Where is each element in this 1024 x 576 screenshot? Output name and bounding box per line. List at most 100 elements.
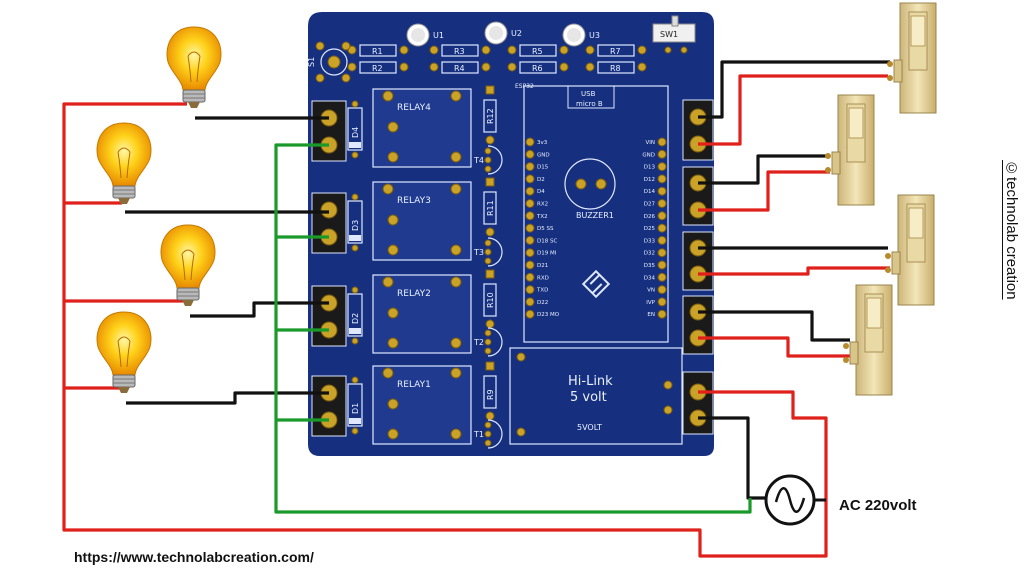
resistor-label: R2 (372, 64, 383, 73)
esp-pin-pad (657, 248, 667, 258)
resistor-label: R5 (532, 47, 543, 56)
diodes: D4 D3 D2 D1 (347, 100, 363, 435)
esp-pin-label: D14 (644, 189, 656, 195)
svg-text:U2: U2 (511, 29, 522, 38)
esp-pin-label: D12 (644, 177, 655, 183)
ac-voltage-label: AC 220volt (839, 497, 917, 514)
website-link[interactable]: https://www.technolabcreation.com/ (74, 549, 314, 565)
esp-pin-pad (657, 309, 667, 319)
wall-switch-icon (886, 2, 937, 114)
svg-text:RELAY2: RELAY2 (397, 289, 431, 299)
esp-pin-label: RX2 (537, 202, 548, 208)
svg-text:D2: D2 (351, 313, 360, 324)
esp-pin-pad (657, 186, 667, 196)
esp-right-pins: VINGNDD13D12D14D27D26D25D33D32D35D34VNIV… (642, 137, 667, 319)
svg-text:D1: D1 (351, 403, 360, 414)
sw1-label: SW1 (660, 30, 678, 39)
esp-pin-pad (525, 174, 535, 184)
resistor-label: R6 (532, 64, 543, 73)
esp-pin-pad (525, 285, 535, 295)
top-resistors: R1 R2 R3 R4 R5 R6 R7 R8 (347, 44, 647, 74)
bulb-icon (160, 224, 216, 307)
esp-pin-pad (657, 260, 667, 270)
hilink-sub: 5 volt (570, 390, 607, 405)
esp-pin-label: D23 MO (537, 312, 560, 318)
esp-pin-label: RXD (537, 275, 549, 281)
esp-pin-label: IVP (646, 300, 655, 306)
esp-pin-label: D32 (644, 251, 655, 257)
svg-text:R12: R12 (486, 108, 495, 124)
esp-pin-pad (657, 137, 667, 147)
esp-pin-label: GND (537, 152, 550, 158)
s1-component: S1 (307, 41, 351, 83)
esp-pin-pad (525, 235, 535, 245)
svg-text:RELAY3: RELAY3 (397, 196, 431, 206)
esp-pin-label: D15 (537, 165, 549, 171)
esp-pin-pad (657, 199, 667, 208)
esp-pin-label: D34 (644, 275, 656, 281)
esp-pin-pad (657, 235, 667, 245)
esp-pin-label: D35 (644, 263, 656, 269)
svg-text:RELAY4: RELAY4 (397, 103, 431, 113)
esp-pin-pad (657, 223, 667, 233)
esp-pin-pad (525, 223, 535, 233)
resistor-label: R7 (610, 47, 621, 56)
esp-pin-pad (657, 211, 667, 221)
resistor-label: R3 (454, 47, 465, 56)
ac-source (764, 474, 826, 526)
esp-pin-label: EN (647, 312, 655, 318)
esp-pin-label: D19 MI (537, 251, 557, 257)
common-green-wire (274, 143, 752, 514)
usb-sub-label: micro B (576, 100, 603, 108)
transistors: T4 T3 T2 T1 (473, 145, 503, 449)
esp-pin-pad (657, 162, 667, 172)
live-wires (62, 74, 890, 558)
esp32-module: ESP32 USB micro B BUZZER1 3v3GNDD15D2D4R… (515, 83, 669, 343)
esp-pin-label: VIN (646, 140, 656, 146)
esp-pin-pad (525, 199, 535, 208)
svg-text:D4: D4 (351, 127, 360, 138)
esp-pin-pad (525, 260, 535, 270)
esp-pin-pad (657, 285, 667, 295)
relay-terminals (311, 100, 347, 437)
esp-pin-label: D18 SC (537, 238, 557, 244)
esp-pin-pad (525, 297, 535, 307)
svg-text:T1: T1 (473, 430, 484, 439)
wall-switch-icon (824, 94, 875, 206)
svg-text:R11: R11 (486, 200, 495, 216)
esp-pin-pad (657, 272, 667, 282)
esp-pin-label: VN (647, 288, 655, 294)
switch-terminals (682, 99, 714, 435)
esp-pin-label: TX2 (536, 214, 548, 220)
esp-pin-pad (657, 149, 667, 159)
svg-text:RELAY1: RELAY1 (397, 380, 431, 390)
neutral-wires (125, 60, 890, 500)
esp-pin-pad (525, 149, 535, 159)
pcb-board (308, 12, 714, 456)
esp-pin-label: TXD (536, 288, 548, 294)
esp-pin-label: D33 (644, 238, 656, 244)
esp-pin-label: D13 (644, 165, 656, 171)
bulb-icon (96, 311, 152, 394)
copyright-label: ©technolab creation (1003, 160, 1020, 300)
svg-text:D3: D3 (351, 220, 360, 231)
svg-text:T3: T3 (473, 248, 484, 257)
esp-pin-pad (525, 137, 535, 147)
led-u2: U2 (484, 21, 522, 45)
s1-label: S1 (307, 57, 316, 67)
led-u1: U1 (406, 23, 444, 47)
esp-pin-pad (657, 174, 667, 184)
esp-pin-label: 3v3 (537, 140, 548, 146)
sw1-switch: SW1 (652, 15, 696, 54)
usb-label: USB (581, 90, 596, 98)
svg-text:R9: R9 (486, 389, 495, 400)
relay-2: RELAY2 (372, 274, 472, 354)
relay-1: RELAY1 (372, 365, 472, 445)
relay-3: RELAY3 (372, 181, 472, 261)
relay-4: RELAY4 (372, 88, 472, 168)
hilink-title: Hi-Link (568, 374, 613, 389)
hilink-module: Hi-Link 5 volt 5VOLT (509, 347, 683, 445)
esp-pin-pad (525, 162, 535, 172)
esp-pin-label: D27 (644, 202, 656, 208)
